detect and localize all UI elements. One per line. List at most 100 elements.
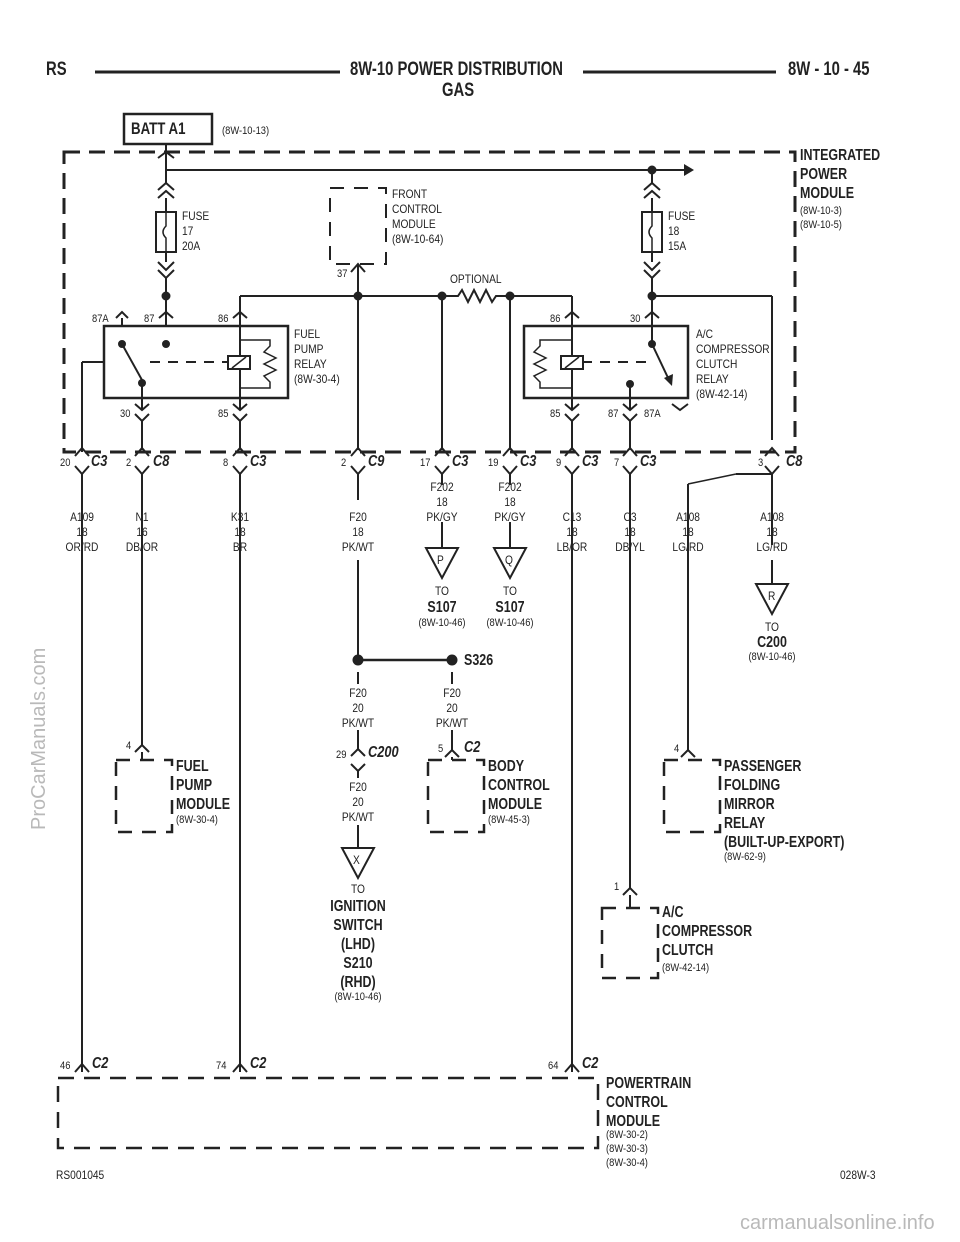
- wire-n1-label: N1 16 DB/OR: [125, 510, 159, 554]
- wire-f20-label: F20 20 PK/WT: [435, 686, 469, 730]
- mirror-relay-ref: (8W-62-9): [724, 851, 766, 863]
- ac-relay-label: A/C COMPRESSOR CLUTCH RELAY (8W-42-14): [696, 327, 770, 401]
- fcm-pin: 37: [337, 268, 348, 280]
- connector-pin: 19: [488, 457, 499, 469]
- fuel-relay-pin-86: 86: [218, 313, 229, 325]
- ac-clutch-ref: (8W-42-14): [662, 962, 710, 974]
- connector-pin: 9: [556, 457, 562, 469]
- wire-f202-label: F202 18 PK/GY: [494, 480, 526, 524]
- wire-a109-label: A109 18 OR/RD: [65, 510, 99, 554]
- pcm-refs: (8W-30-2) (8W-30-3) (8W-30-4): [606, 1129, 648, 1169]
- wire-k31-label: K31 18 BR: [230, 510, 250, 554]
- bcm-connector: C2: [464, 739, 481, 756]
- fcm-label: FRONT CONTROL MODULE (8W-10-64): [392, 187, 444, 246]
- mirror-relay-title: PASSENGER FOLDING MIRROR RELAY (BUILT-UP…: [724, 758, 845, 851]
- ac-relay-pin-85: 85: [550, 408, 561, 420]
- ac-relay-pin-87a: 87A: [644, 408, 661, 420]
- ref-c200-page: (8W-10-46): [748, 651, 796, 663]
- fuel-relay-label: FUEL PUMP RELAY (8W-30-4): [294, 327, 340, 386]
- ac-relay-pin-30: 30: [630, 313, 641, 325]
- fuse18-label: FUSE 18 15A: [668, 209, 696, 253]
- ref-letter-x: X: [353, 853, 360, 867]
- header-left: RS: [46, 59, 67, 80]
- page-number: 8W - 10 - 45: [788, 59, 870, 80]
- fuel-relay-pin-85: 85: [218, 408, 229, 420]
- connector-name: C9: [368, 453, 385, 470]
- ipm-title: INTEGRATED POWER MODULE: [800, 147, 881, 202]
- ref-to: TO: [503, 584, 517, 598]
- fuse17-label: FUSE 17 20A: [182, 209, 210, 253]
- c200-pin: 29: [336, 749, 347, 761]
- connector-pin: 2: [126, 457, 132, 469]
- wire-c13-label: C13 18 LB/OR: [556, 510, 588, 554]
- connector-pin: 2: [341, 457, 347, 469]
- ref-ignition-page: (8W-10-46): [334, 991, 382, 1003]
- connector-pin: 8: [223, 457, 229, 469]
- bcm-title: BODY CONTROL MODULE: [488, 758, 550, 813]
- batt-label: BATT A1: [131, 119, 186, 138]
- ref-s107-page: (8W-10-46): [418, 617, 466, 629]
- ref-to: TO: [435, 584, 449, 598]
- ref-letter-q: Q: [505, 553, 513, 567]
- ref-s107: S107: [427, 599, 457, 616]
- c200-connector: C200: [368, 744, 399, 761]
- fuel-relay-pin-30: 30: [120, 408, 131, 420]
- connector-name: C3: [91, 453, 108, 470]
- wire-c3-label: C3 18 DB/YL: [615, 510, 645, 554]
- connector-name: C8: [786, 453, 803, 470]
- fuel-relay-pin-87: 87: [144, 313, 155, 325]
- batt-ref: (8W-10-13): [222, 125, 270, 137]
- pcm-title: POWERTRAIN CONTROL MODULE: [606, 1075, 692, 1130]
- wire-f20-label: F20 18 PK/WT: [341, 510, 375, 554]
- ref-s107: S107: [495, 599, 525, 616]
- pcm-connector: C2: [582, 1055, 599, 1072]
- connector-pin: 20: [60, 457, 71, 469]
- pcm-pin: 64: [548, 1060, 559, 1072]
- ref-letter-r: R: [768, 589, 776, 603]
- watermark-bottom: carmanualsonline.info: [740, 1212, 935, 1234]
- splice-s326: S326: [464, 652, 494, 669]
- footer-right: 028W-3: [840, 1168, 876, 1182]
- ref-to: TO: [351, 882, 365, 896]
- wire-a108-label: A108 18 LG/RD: [672, 510, 704, 554]
- wire-f20-label: F20 20 PK/WT: [341, 780, 375, 824]
- footer-left: RS001045: [56, 1168, 105, 1182]
- pcm-connector: C2: [250, 1055, 267, 1072]
- ac-clutch-pin: 1: [614, 881, 620, 893]
- connector-name: C3: [452, 453, 469, 470]
- wire-a108-label: A108 18 LG/RD: [756, 510, 788, 554]
- connector-pin: 7: [614, 457, 620, 469]
- bcm-pin: 5: [438, 743, 444, 755]
- bcm-ref: (8W-45-3): [488, 814, 530, 826]
- pcm-pin: 46: [60, 1060, 71, 1072]
- watermark-left: ProCarManuals.com: [28, 647, 50, 830]
- ac-relay-pin-87: 87: [608, 408, 619, 420]
- fuel-pump-module-pin: 4: [126, 740, 132, 752]
- connector-name: C3: [582, 453, 599, 470]
- connector-pin: 17: [420, 457, 431, 469]
- connector-name: C3: [250, 453, 267, 470]
- ac-relay-pin-86: 86: [550, 313, 561, 325]
- wire-f20-label: F20 20 PK/WT: [341, 686, 375, 730]
- connector-name: C3: [640, 453, 657, 470]
- ipm-refs: (8W-10-3) (8W-10-5): [800, 205, 842, 231]
- pcm-pin: 74: [216, 1060, 227, 1072]
- ac-clutch-title: A/C COMPRESSOR CLUTCH: [662, 904, 753, 959]
- optional-label: OPTIONAL: [450, 272, 502, 286]
- ref-ignition: IGNITION SWITCH (LHD) S210 (RHD): [330, 898, 386, 991]
- mirror-relay-pin: 4: [674, 743, 680, 755]
- connector-name: C3: [520, 453, 537, 470]
- connector-pin: 3: [758, 457, 764, 469]
- ref-to: TO: [765, 620, 779, 634]
- pcm-connector: C2: [92, 1055, 109, 1072]
- ref-letter-p: P: [437, 553, 444, 567]
- connector-name: C8: [153, 453, 170, 470]
- ref-c200: C200: [757, 634, 787, 651]
- ref-s107-page: (8W-10-46): [486, 617, 534, 629]
- fuel-pump-module-title: FUEL PUMP MODULE: [176, 758, 231, 813]
- fuel-relay-pin-87a: 87A: [92, 313, 109, 325]
- page-title: 8W-10 POWER DISTRIBUTION: [350, 59, 563, 80]
- fuel-pump-module-ref: (8W-30-4): [176, 814, 218, 826]
- wire-f202-label: F202 18 PK/GY: [426, 480, 458, 524]
